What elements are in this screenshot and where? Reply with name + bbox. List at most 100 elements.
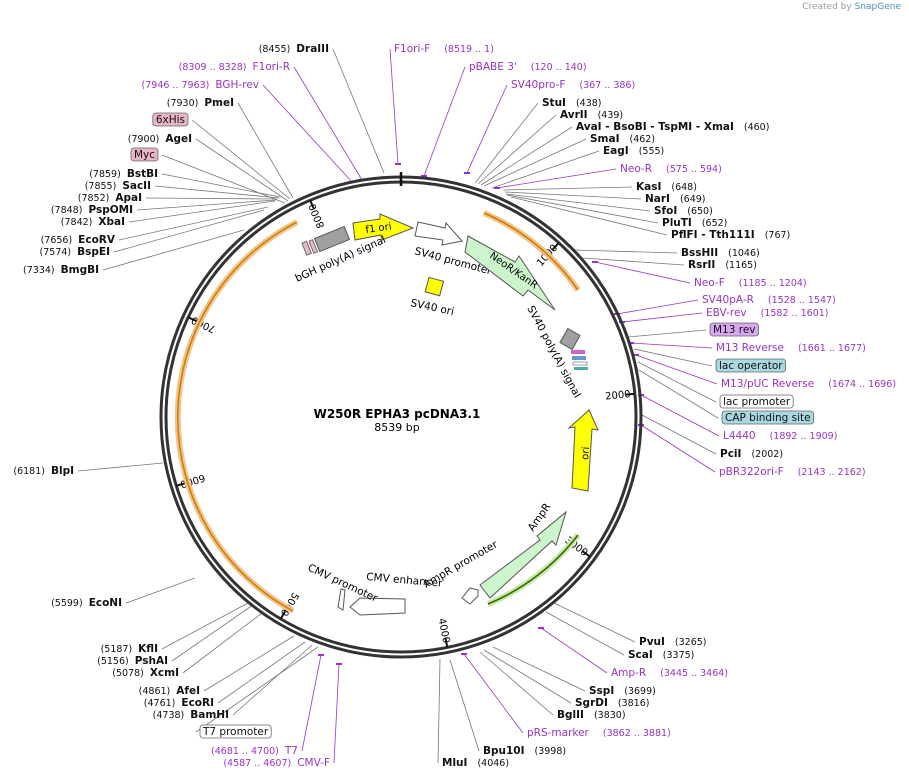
site-position-SgrDI: (3816): [618, 698, 650, 709]
connector-SacII: [154, 185, 280, 199]
site-label-RsrII[interactable]: RsrII(1165): [688, 259, 757, 271]
site-label-pBR322[interactable]: pBR322ori-F(2143 .. 2162): [719, 466, 866, 478]
connector-ApaI: [145, 197, 278, 200]
site-label-CMVF[interactable]: CMV-F(4587 .. 4607): [223, 757, 330, 769]
connector-SmaI: [483, 138, 587, 187]
site-label-AmpRp[interactable]: Amp-R(3445 .. 3464): [611, 667, 728, 679]
site-label-SfoI[interactable]: SfoI(650): [654, 205, 713, 217]
ampr-arrow: [479, 510, 567, 599]
site-name-BGHrev: BGH-rev: [215, 79, 259, 91]
site-position-BstBI: (7859): [89, 169, 121, 180]
site-label-MluI[interactable]: MluI(4046): [442, 757, 509, 769]
site-label-SV40proF[interactable]: SV40pro-F(367 .. 386): [511, 79, 635, 91]
site-label-PluTI[interactable]: PluTI(652): [662, 217, 727, 229]
site-label-M13pUC[interactable]: M13/pUC Reverse(1674 .. 1696): [721, 378, 896, 390]
site-label-lacop[interactable]: lac operator: [715, 358, 787, 373]
site-labels: DraIII(8455) F1ori-F(8519 .. 1) pBABE 3'(1…: [13, 43, 896, 769]
site-label-NarI[interactable]: NarI(649): [645, 193, 706, 205]
site-label-F1oriF[interactable]: F1ori-F(8519 .. 1): [394, 43, 494, 55]
site-name-BamHI: BamHI: [190, 709, 229, 721]
site-label-BamHI[interactable]: BamHI (4738): [153, 709, 229, 721]
tick-2000: [625, 392, 635, 396]
site-label-PshAI[interactable]: PshAI(5156): [97, 655, 168, 667]
site-label-SV40pAR[interactable]: SV40pA-R(1528 .. 1547): [702, 294, 836, 306]
site-label-XbaI[interactable]: XbaI(7842): [61, 216, 125, 228]
connector-XcmI: [182, 612, 263, 674]
connector-Myc: [161, 154, 286, 204]
site-label-AfeI[interactable]: AfeI(4861): [139, 685, 200, 697]
site-label-L4440[interactable]: L4440(1892 .. 1909): [723, 430, 837, 442]
site-name-T7: T7: [284, 745, 298, 757]
site-label-EcoRV[interactable]: EcoRV(7656): [41, 234, 116, 246]
site-name-Bpu10I: Bpu10I: [483, 745, 525, 757]
site-label-AvaI[interactable]: AvaI - BsoBI - TspMI - XmaI(460): [576, 121, 769, 133]
site-label-StuI[interactable]: StuI(438): [542, 97, 602, 109]
site-label-F1oriR[interactable]: F1ori-R(8309 .. 8328): [179, 61, 290, 73]
feature-tag-box-T7prom: [199, 724, 272, 739]
site-position-BamHI: (4738): [153, 710, 185, 721]
site-label-lacprom[interactable]: lac promoter: [719, 394, 794, 409]
site-label-BGHrev[interactable]: BGH-rev(7946 .. 7963): [142, 79, 259, 91]
site-label-EcoRI[interactable]: EcoRI(4761): [144, 697, 214, 709]
site-label-M13Reverse[interactable]: M13 Reverse(1661 .. 1677): [716, 342, 866, 354]
site-label-NeoF[interactable]: Neo-F(1185 .. 1204): [694, 277, 807, 289]
connector-F1oriR: [293, 66, 363, 181]
site-name-NarI: NarI: [645, 193, 670, 205]
site-name-F1oriR: F1ori-R: [253, 61, 290, 73]
site-label-SacII[interactable]: SacII(7855): [85, 180, 151, 192]
site-label-pBABE3[interactable]: pBABE 3'(120 .. 140): [469, 61, 587, 73]
site-label-EcoNI[interactable]: EcoNI(5599): [51, 597, 122, 609]
site-label-BspEI[interactable]: BspEI(7574): [40, 246, 110, 258]
site-label-SmaI[interactable]: SmaI(462): [590, 133, 655, 145]
site-position-AmpRp: (3445 .. 3464): [660, 668, 728, 679]
site-label-EBVrev[interactable]: EBV-rev(1582 .. 1601): [706, 307, 829, 319]
site-name-NeoF: Neo-F: [694, 277, 725, 289]
tick-label-4000: 4000: [436, 617, 452, 644]
site-label-ApaI[interactable]: ApaI(7852): [78, 192, 142, 204]
site-label-Bpu10I[interactable]: Bpu10I(3998): [483, 745, 566, 757]
site-label-6xHis[interactable]: 6xHis: [152, 112, 189, 127]
site-label-KasI[interactable]: KasI(648): [636, 181, 697, 193]
site-position-SV40pAR: (1528 .. 1547): [768, 295, 836, 306]
site-label-PvuI[interactable]: PvuI(3265): [639, 636, 707, 648]
site-label-PmeI[interactable]: PmeI(7930): [167, 97, 234, 109]
feature-tag-box-CAP: [721, 410, 815, 425]
site-label-T7[interactable]: T7(4681 .. 4700): [211, 745, 298, 757]
site-label-Myc[interactable]: Myc: [130, 147, 159, 162]
site-label-SspI[interactable]: SspI(3699): [589, 685, 656, 697]
connector-KasI: [503, 186, 633, 191]
site-label-PciI[interactable]: PciI(2002): [720, 448, 783, 460]
feature-tag-box-lacop: [715, 358, 787, 373]
sv40-promoter-arrow: [414, 221, 463, 246]
site-label-BssHII[interactable]: BssHII(1046): [681, 247, 760, 259]
site-label-PflFI[interactable]: PflFI - Tth111I(767): [671, 229, 790, 241]
site-position-RsrII: (1165): [725, 260, 757, 271]
site-label-M13rev[interactable]: M13 rev: [709, 322, 759, 337]
site-label-T7prom[interactable]: T7 promoter: [199, 724, 272, 739]
site-label-NeoR[interactable]: Neo-R(575 .. 594): [620, 163, 722, 175]
site-label-SgrDI[interactable]: SgrDI(3816): [575, 697, 649, 709]
connector-M13pUC: [635, 354, 718, 385]
site-label-KflI[interactable]: KflI(5187): [101, 643, 158, 655]
site-name-F1oriF: F1ori-F: [394, 43, 430, 55]
site-label-BstBI[interactable]: BstBI(7859): [89, 168, 158, 180]
site-label-ScaI[interactable]: ScaI(3375): [628, 649, 694, 661]
site-label-AgeI[interactable]: AgeI(7900): [128, 133, 192, 145]
site-label-EagI[interactable]: EagI(555): [603, 145, 664, 157]
connector-EcoRV: [118, 206, 269, 241]
site-label-PspOMI[interactable]: PspOMI(7848): [51, 204, 133, 216]
site-label-XcmI[interactable]: XcmI(5078): [112, 667, 179, 679]
site-label-DraIII[interactable]: DraIII(8455): [259, 43, 329, 55]
site-position-XcmI: (5078): [112, 668, 144, 679]
tick-label-2000: 2000: [605, 389, 631, 402]
site-position-EagI: (555): [639, 146, 665, 157]
site-label-CAP[interactable]: CAP binding site: [721, 410, 815, 425]
site-label-BglII[interactable]: BglII(3830): [557, 709, 626, 721]
site-label-BlpI[interactable]: BlpI(6181): [13, 465, 74, 477]
site-name-PflFI: PflFI - Tth111I: [671, 229, 755, 241]
site-label-pRS[interactable]: pRS-marker(3862 .. 3881): [527, 727, 671, 739]
connector-BspEI: [113, 209, 265, 253]
site-label-AvrII[interactable]: AvrII(439): [560, 109, 623, 121]
site-label-BmgBI[interactable]: BmgBI(7334): [23, 264, 99, 276]
